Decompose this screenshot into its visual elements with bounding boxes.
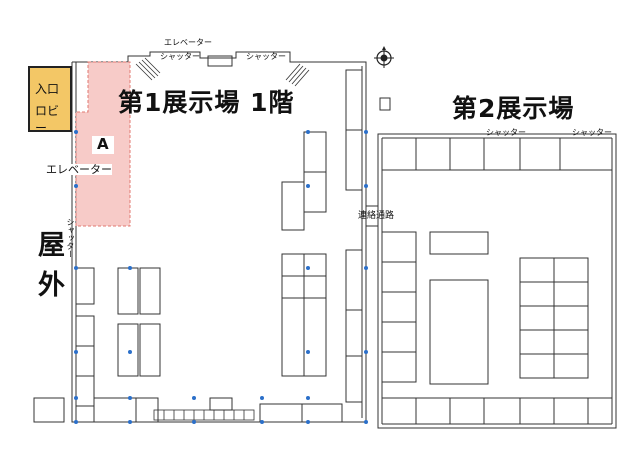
area-a-label-box <box>92 136 114 154</box>
columns <box>74 130 368 424</box>
stairs-top-right <box>285 63 310 87</box>
corridor <box>366 205 378 227</box>
shutter-top-left-label: シャッター <box>160 52 200 61</box>
hall1-plan <box>33 51 367 423</box>
hall1-outer-wall <box>71 51 367 423</box>
entrance-label-1: 入口 <box>35 82 60 96</box>
elevator-left-label: エレベーター <box>46 163 112 176</box>
stairs-bottom <box>153 409 255 421</box>
stairs <box>135 57 310 421</box>
hall1-title: 第1展示場 1階 <box>118 88 295 117</box>
outside-label-2: 外 <box>38 270 65 301</box>
corridor-label: 連絡通路 <box>358 211 395 221</box>
entrance-lobby: 入口 ロビー <box>28 66 72 135</box>
hall2-title: 第2展示場 <box>452 94 575 123</box>
shutter-hall2-right-label: シャッター <box>572 128 612 137</box>
area-a-label: A <box>97 135 109 153</box>
hall2-plan <box>377 133 617 429</box>
hall2-outer-wall <box>377 133 617 429</box>
elevator-top-label: エレベーター <box>164 38 212 47</box>
shutter-top-right-label: シャッター <box>246 52 286 61</box>
outside-label-1: 屋 <box>38 230 65 261</box>
compass-icon <box>374 46 394 68</box>
stairs-top-left <box>135 57 161 81</box>
entrance-label-2: ロビー <box>35 104 60 135</box>
shutter-hall2-left-label: シャッター <box>486 128 526 137</box>
marker-box <box>379 97 391 111</box>
shutter-left-label: シャッター <box>66 218 75 258</box>
